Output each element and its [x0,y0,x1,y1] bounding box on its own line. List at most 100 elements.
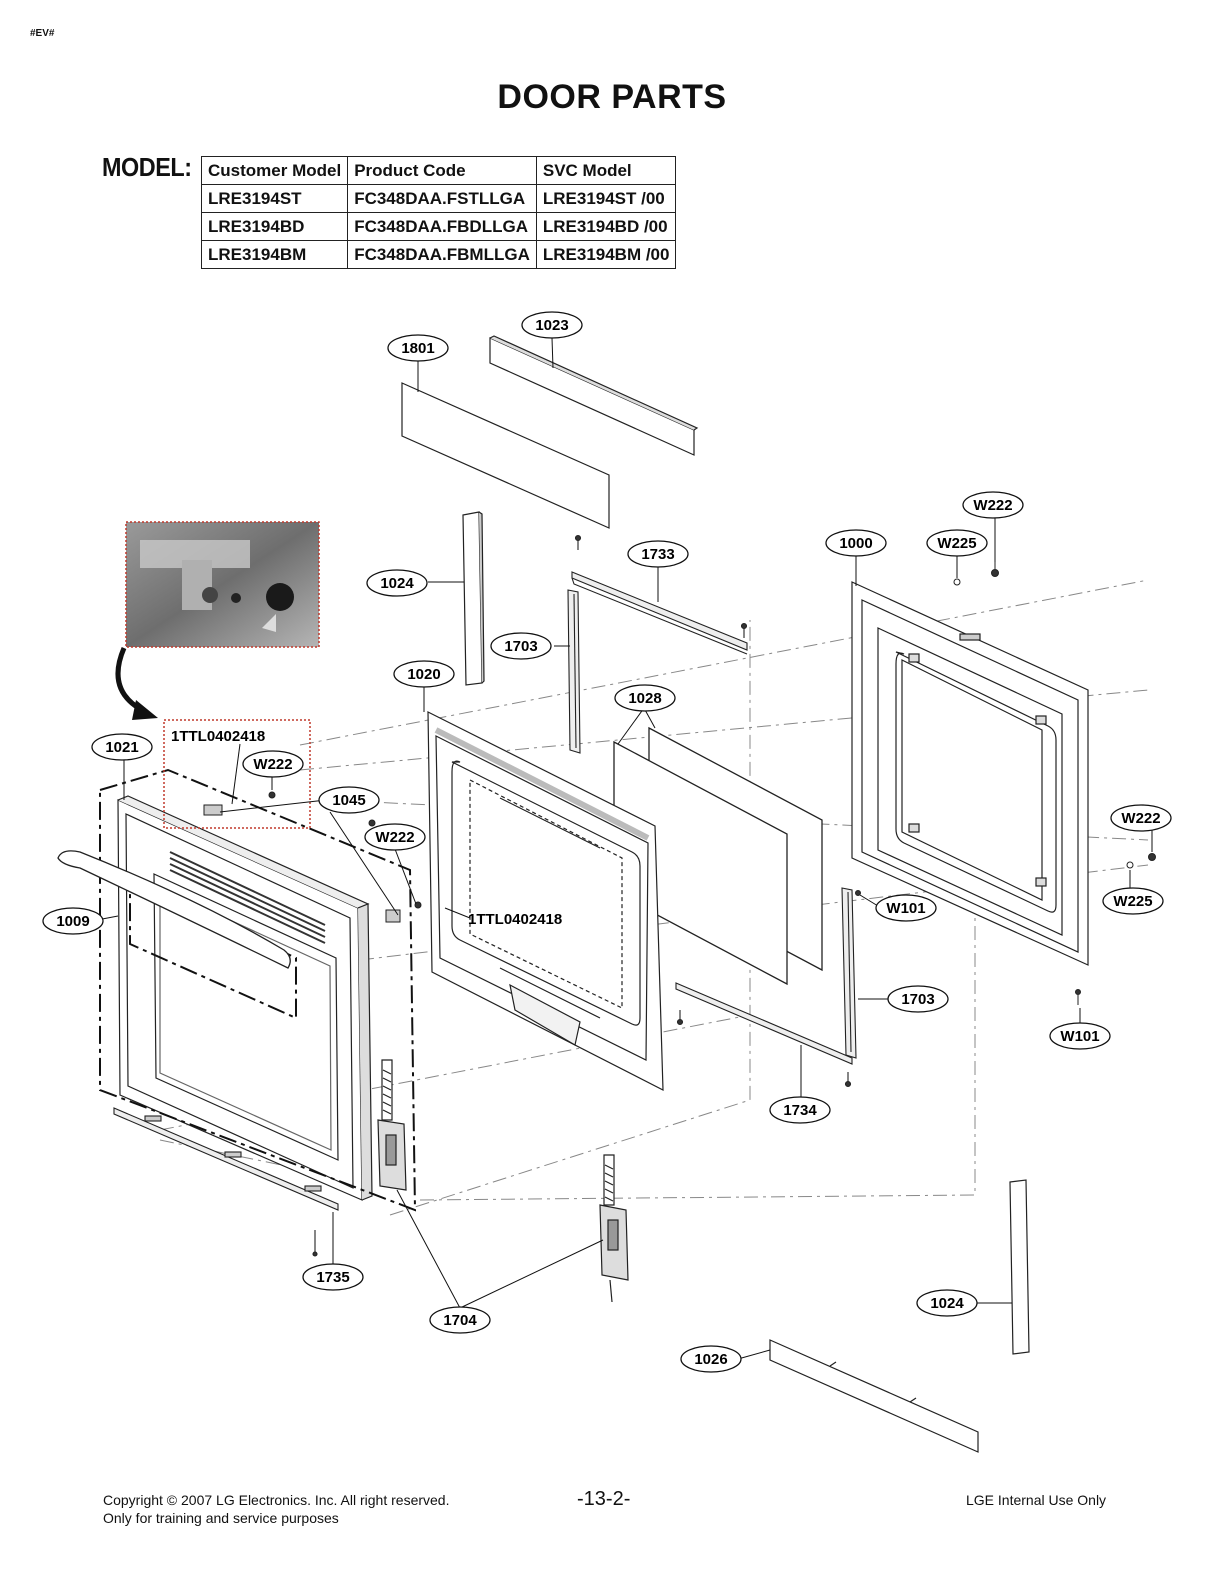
svg-text:1023: 1023 [535,317,568,334]
svg-text:W222: W222 [1121,810,1160,827]
svg-text:1703: 1703 [901,991,934,1008]
svg-text:1733: 1733 [641,546,674,563]
product-code-cell: FC348DAA.FBDLLGA [347,212,537,241]
callout-1024-bottom: 1024 [916,1289,978,1317]
part-1733-top-trim [571,534,748,655]
svg-text:W225: W225 [937,535,976,552]
footer-copyright: Copyright © 2007 LG Electronics. Inc. Al… [103,1492,450,1508]
callout-w222-top: W222 [962,491,1024,519]
table-row: LRE3194BM FC348DAA.FBMLLGA LRE3194BM /00 [200,240,677,269]
callout-1028: 1028 [614,684,676,712]
screws-and-washers [203,562,1156,1005]
svg-text:1735: 1735 [316,1269,349,1286]
part-1021-outer-door [117,795,373,1201]
callout-1021: 1021 [91,733,153,761]
part-1734-lower-trim [675,982,853,1088]
svg-text:1009: 1009 [56,913,89,930]
callout-1734: 1734 [769,1096,831,1124]
part-1023-bar [489,335,699,456]
svg-text:1704: 1704 [443,1312,477,1329]
svg-text:1000: 1000 [839,535,872,552]
svg-text:1734: 1734 [783,1102,817,1119]
page-number: -13-2- [577,1488,631,1510]
product-code-cell: FC348DAA.FSTLLGA [347,184,537,213]
svg-text:1024: 1024 [930,1295,964,1312]
callout-1733: 1733 [627,540,689,568]
callout-1703-bottom: 1703 [887,985,949,1013]
part-1704-hinges [377,1059,629,1303]
table-row: LRE3194ST FC348DAA.FSTLLGA LRE3194ST /00 [200,184,677,213]
svg-text:1021: 1021 [105,739,138,756]
part-1000-frame [851,581,1089,966]
leader-lines [96,337,1153,1360]
table-row: LRE3194BD FC348DAA.FBDLLGA LRE3194BD /00 [200,212,677,241]
svg-text:1020: 1020 [407,666,440,683]
svg-text:W101: W101 [886,900,925,917]
svg-text:W222: W222 [253,756,292,773]
part-1026-bottom-strip [769,1339,979,1453]
svg-text:1024: 1024 [380,575,414,592]
part-1028-glass [613,726,823,986]
callout-w101-mid: W101 [875,894,937,922]
svg-text:W101: W101 [1060,1028,1099,1045]
customer-model-cell: LRE3194BD [200,212,349,241]
svc-model-cell: LRE3194BD /00 [535,212,677,241]
document-tag: #EV# [30,28,55,39]
callout-w101-right: W101 [1049,1022,1111,1050]
inset-photo [125,521,320,648]
callout-1024-top: 1024 [366,569,428,597]
part-1020-inner-frame [427,711,664,1091]
column-header-customer-model: Customer Model [200,156,349,185]
callouts: 1023 1801 1024 1733 1703 1000 W225 W222 [42,311,1172,1373]
column-header-svc-model: SVC Model [535,156,677,185]
svg-text:1801: 1801 [401,340,434,357]
callout-1020: 1020 [393,660,455,688]
part-1703-bottom-strip [841,887,857,1059]
part-1703-top-strip [567,589,581,754]
part-1024-bottom-bar [1009,1179,1030,1355]
label-1ttl-top: 1TTL0402418 [171,728,265,745]
column-header-product-code: Product Code [347,156,537,185]
footer-training-note: Only for training and service purposes [103,1510,339,1526]
callout-w222-left: W222 [242,750,304,778]
callout-1023: 1023 [521,311,583,339]
callout-1026: 1026 [680,1345,742,1373]
footer-copyright-block: Copyright © 2007 LG Electronics. Inc. Al… [103,1491,449,1527]
svg-text:W222: W222 [375,829,414,846]
footer-internal-note: LGE Internal Use Only [966,1492,1107,1508]
svg-text:1045: 1045 [332,792,365,809]
callout-1704: 1704 [429,1306,491,1334]
svg-text:1026: 1026 [694,1351,727,1368]
svc-model-cell: LRE3194BM /00 [535,240,677,269]
callout-1000: 1000 [825,529,887,557]
part-1801-panel [401,382,610,529]
svc-model-cell: LRE3194ST /00 [535,184,677,213]
curved-arrow-icon [115,647,158,720]
label-1ttl-mid: 1TTL0402418 [468,911,562,928]
callout-1801: 1801 [387,334,449,362]
model-label: MODEL: [102,152,192,182]
callout-w222-right: W222 [1110,804,1172,832]
product-code-cell: FC348DAA.FBMLLGA [347,240,537,269]
callout-1045: 1045 [318,786,380,814]
svg-text:W225: W225 [1113,893,1152,910]
callout-1703-top: 1703 [490,632,552,660]
callout-w225-right: W225 [1102,887,1164,915]
detail-highlight-box [163,719,311,829]
customer-model-cell: LRE3194BM [200,240,349,269]
callout-w225-top: W225 [926,529,988,557]
part-1735-bottom-trim [113,1107,339,1257]
page-title: DOOR PARTS [497,78,727,116]
part-1009-handle [57,850,291,969]
customer-model-cell: LRE3194ST [200,184,349,213]
part-1024-top-bar [462,511,485,686]
svg-text:W222: W222 [973,497,1012,514]
callout-w222-mid: W222 [364,823,426,851]
svg-text:1028: 1028 [628,690,661,707]
model-table: Customer Model Product Code SVC Model LR… [200,156,677,269]
svg-text:1703: 1703 [504,638,537,655]
model-table-header-row: Customer Model Product Code SVC Model [200,156,677,185]
callout-1735: 1735 [302,1263,364,1291]
callout-1009: 1009 [42,907,104,935]
